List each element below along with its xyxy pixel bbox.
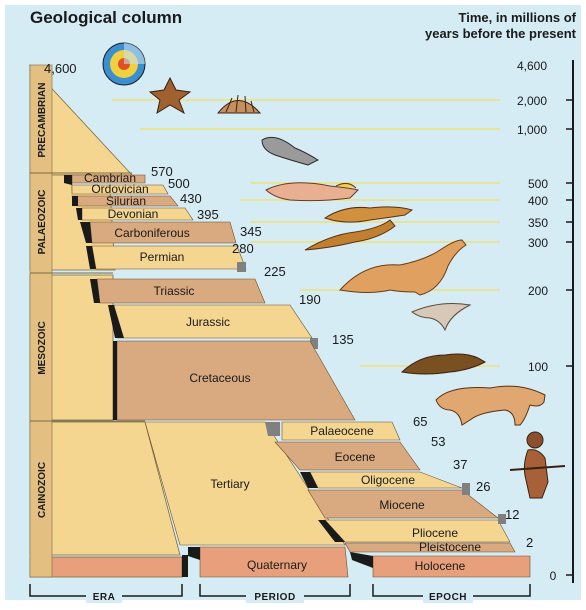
period-label-cretaceous: Cretaceous — [189, 371, 250, 385]
footer-period: PERIOD — [254, 592, 295, 603]
lobe-finned-fish-icon — [266, 183, 358, 201]
age-225: 225 — [264, 264, 286, 279]
time-heading-line1: Time, in millions of — [459, 10, 577, 25]
age-395: 395 — [197, 207, 219, 222]
age-345: 345 — [240, 224, 262, 239]
age-280: 280 — [232, 241, 254, 256]
scale-1000: 1,000 — [517, 123, 547, 137]
period-label-jurassic: Jurassic — [186, 315, 230, 329]
epoch-label-palaeocene: Palaeocene — [310, 424, 374, 438]
scale-0: 0 — [550, 569, 557, 583]
age-65: 65 — [413, 414, 427, 429]
age-53: 53 — [431, 434, 445, 449]
epoch-label-miocene: Miocene — [379, 498, 425, 512]
footer-epoch: EPOCH — [429, 592, 467, 603]
era-label-cainozoic: CAINOZOIC — [37, 462, 48, 518]
age-37: 37 — [453, 457, 467, 472]
diagram-title: Geological column — [30, 8, 182, 27]
epoch-label-pleistocene: Pleistocene — [419, 540, 481, 554]
epoch-label-oligocene: Oligocene — [361, 473, 415, 487]
scale-200: 200 — [528, 284, 548, 298]
period-label-tertiary: Tertiary — [210, 477, 249, 491]
era-quaternary-base — [30, 557, 182, 577]
age-26: 26 — [476, 479, 490, 494]
age-190: 190 — [299, 292, 321, 307]
earth-cross-section-icon — [103, 43, 145, 85]
period-label-devonian: Devonian — [108, 207, 159, 221]
time-heading-line2: years before the present — [425, 26, 577, 41]
epoch-label-holocene: Holocene — [415, 559, 466, 573]
period-label-carboniferous: Carboniferous — [114, 226, 189, 240]
age-430: 430 — [180, 191, 202, 206]
scale-100: 100 — [528, 360, 548, 374]
period-label-quaternary: Quaternary — [247, 558, 307, 572]
era-label-palaeozoic: PALAEOZOIC — [37, 190, 48, 255]
scale-2000: 2,000 — [517, 94, 547, 108]
age-500: 500 — [168, 176, 190, 191]
epoch-label-eocene: Eocene — [335, 450, 376, 464]
scale-350: 350 — [528, 216, 548, 230]
period-label-silurian: Silurian — [106, 194, 146, 208]
period-label-permian: Permian — [140, 250, 185, 264]
scale-300: 300 — [528, 236, 548, 250]
age-135: 135 — [332, 332, 354, 347]
epoch-label-pliocene: Pliocene — [412, 526, 458, 540]
period-label-triassic: Triassic — [154, 284, 195, 298]
age-12: 12 — [505, 507, 519, 522]
age-2: 2 — [526, 535, 533, 550]
footer-era: ERA — [93, 592, 116, 603]
scale-400: 400 — [528, 194, 548, 208]
scale-500: 500 — [528, 177, 548, 191]
age-4600: 4,600 — [44, 61, 77, 76]
era-label-mesozoic: MESOZOIC — [37, 321, 48, 374]
scale-4600: 4,600 — [517, 59, 547, 73]
era-label-precambrian: PRECAMBRIAN — [37, 83, 48, 158]
